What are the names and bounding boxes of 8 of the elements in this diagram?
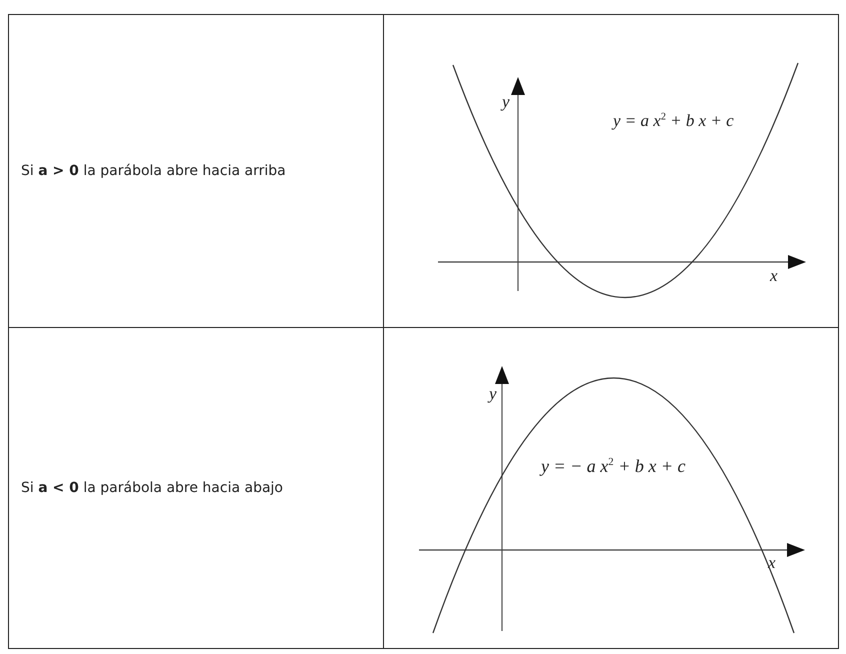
equation: y = − a x$^{2}$ + b x + c: [541, 457, 686, 475]
equation: y = a x$^{2}$ + b x + c: [613, 112, 734, 129]
cell-text: Si a > 0 la parábola abre hacia arriba: [21, 163, 286, 179]
cell-text: Si a < 0 la parábola abre hacia abajo: [21, 480, 283, 496]
axis-label: y: [502, 93, 510, 110]
axis-label: y: [489, 385, 497, 402]
axis-label: x: [770, 267, 778, 284]
axis-label: x: [768, 554, 776, 571]
